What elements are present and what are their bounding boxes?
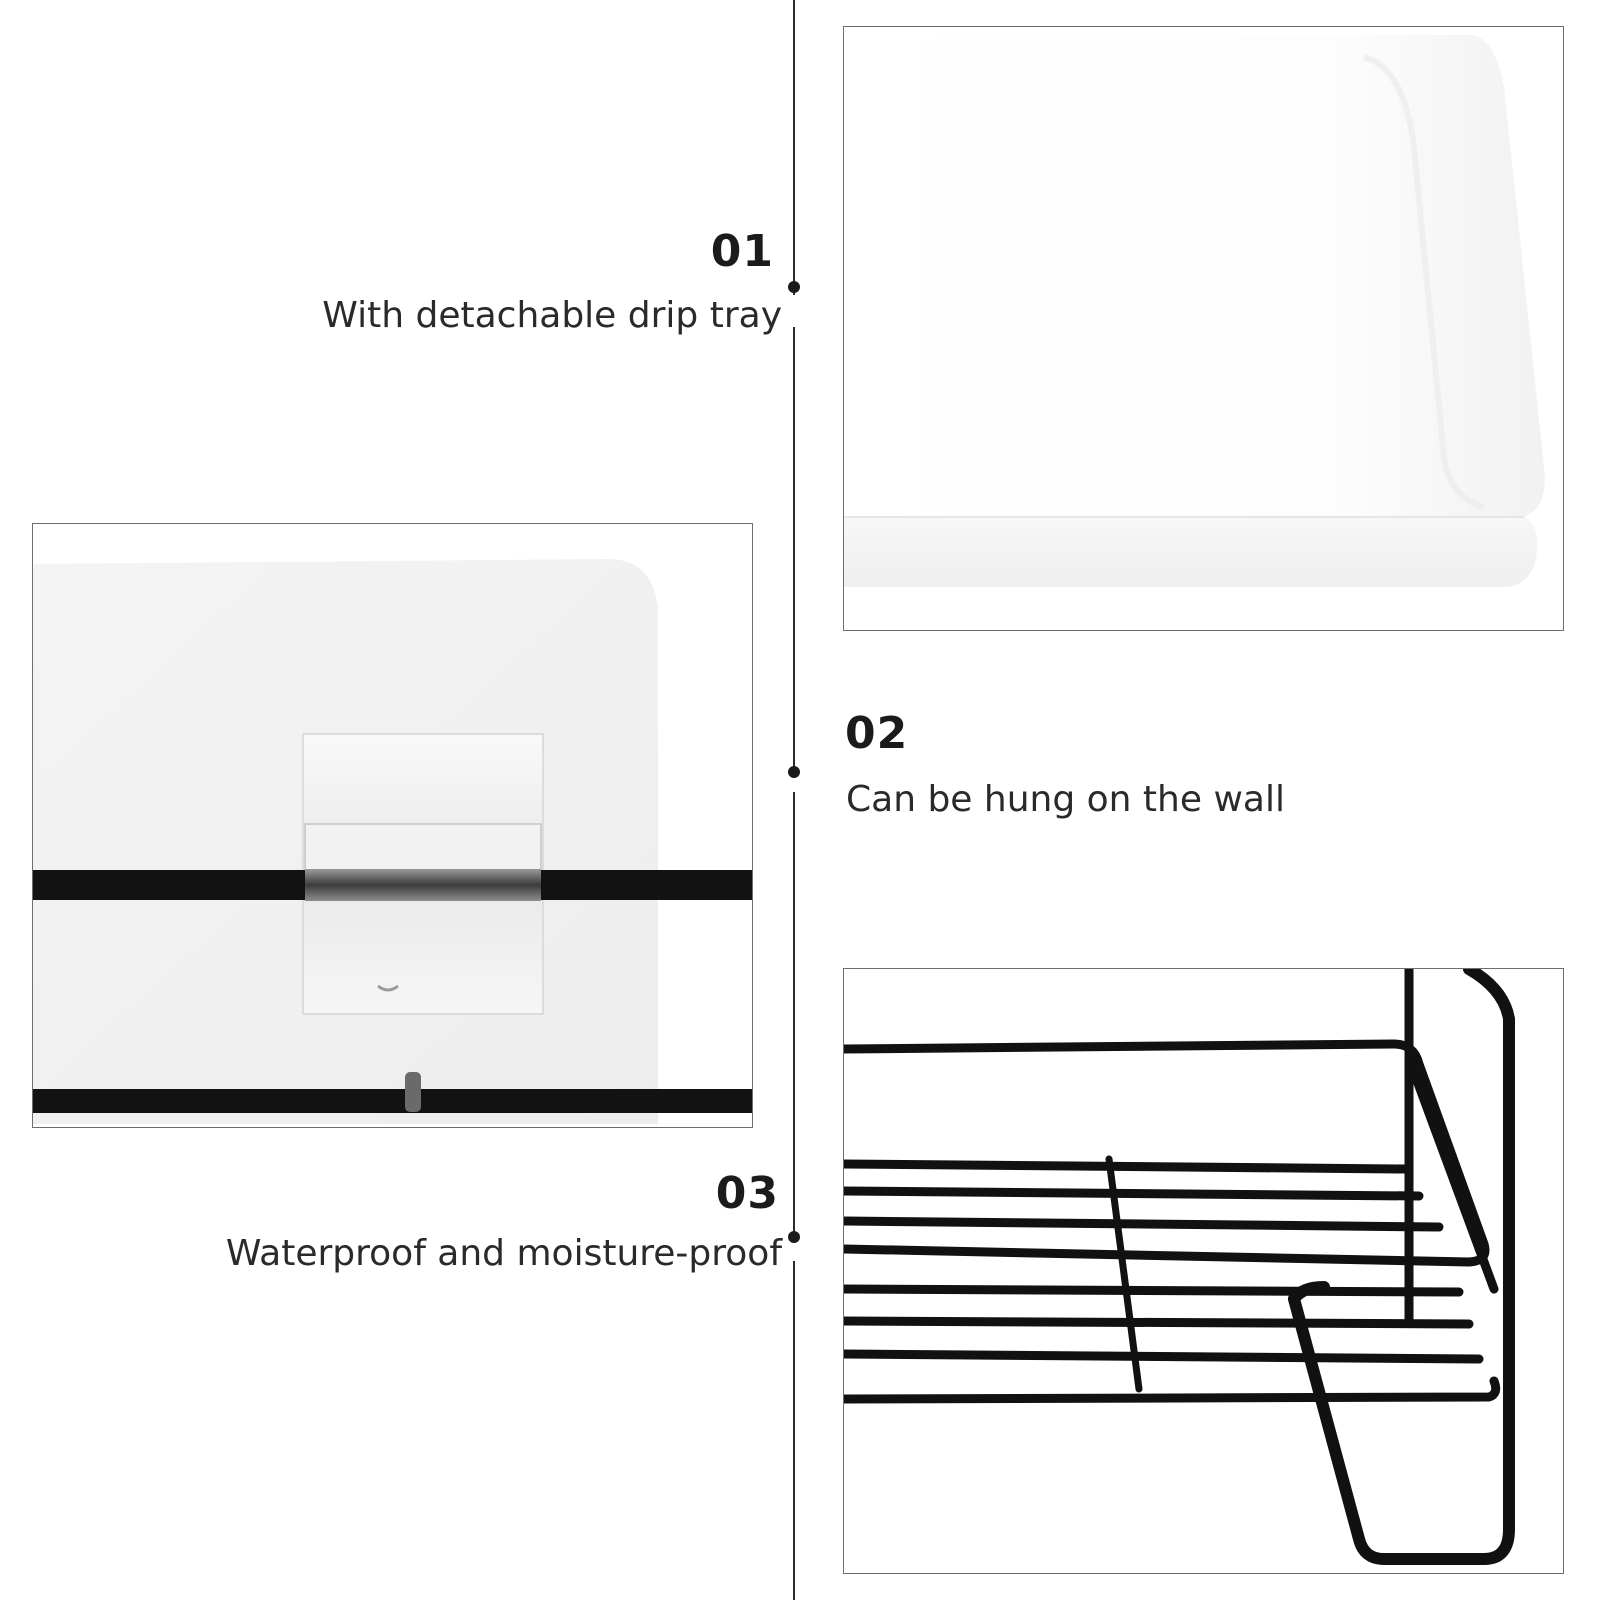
timeline-dot-01 [788, 281, 800, 293]
metal-rack-illustration [844, 969, 1563, 1573]
feature-number-03: 03 [715, 1168, 779, 1219]
feature-text-02: Can be hung on the wall [846, 779, 1285, 820]
feature-number-01: 01 [710, 226, 774, 277]
feature-text-03: Waterproof and moisture-proof [225, 1233, 782, 1274]
feature-text-01: With detachable drip tray [322, 295, 782, 336]
drip-tray-illustration [844, 27, 1563, 630]
feature-number-02: 02 [845, 708, 909, 759]
wall-mount-photo [32, 523, 753, 1128]
drip-tray-photo [843, 26, 1564, 631]
metal-rack-photo [843, 968, 1564, 1574]
timeline-dot-03 [788, 1231, 800, 1243]
timeline-line [793, 0, 795, 1600]
wall-mount-illustration [33, 524, 752, 1127]
timeline-dot-02 [788, 766, 800, 778]
